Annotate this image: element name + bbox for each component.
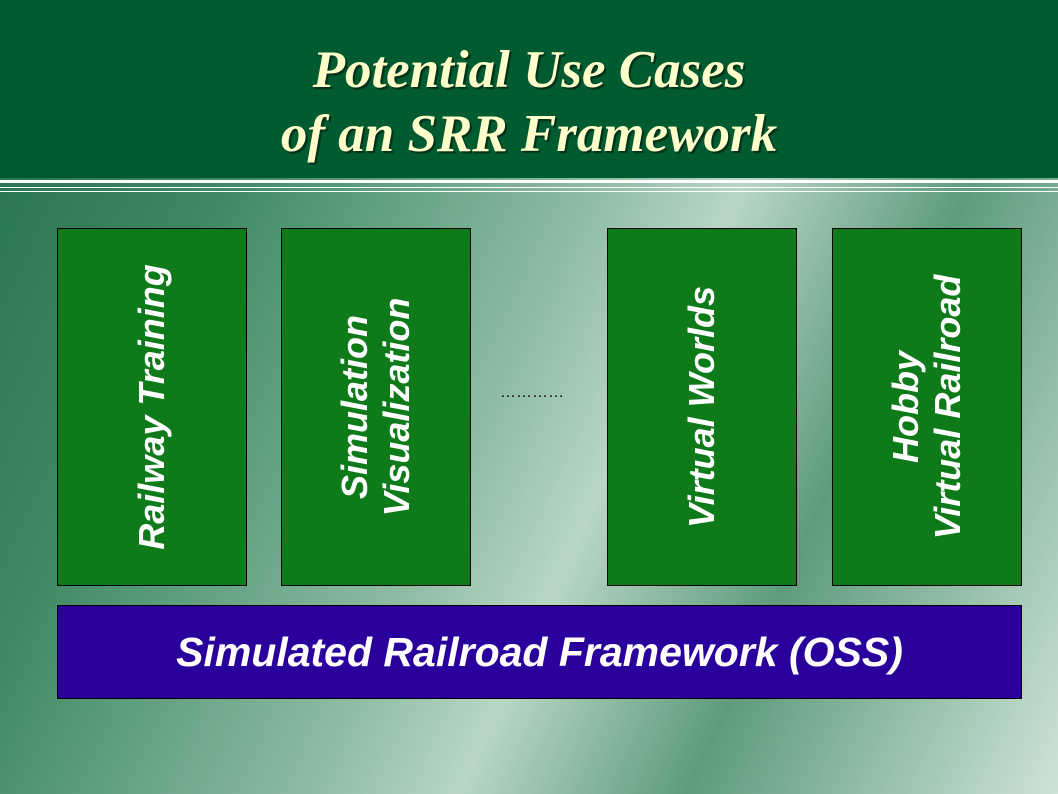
use-case-label: Simulation Visualization xyxy=(334,298,418,517)
use-case-label: Hobby Virtual Railroad xyxy=(885,275,969,540)
use-case-label: Railway Training xyxy=(131,264,173,549)
use-case-label-line: Simulation xyxy=(334,315,375,500)
use-case-virtual-worlds: Virtual Worlds xyxy=(607,228,797,586)
ellipsis-separator: ………… xyxy=(500,384,564,401)
title-banner: Potential Use Cases of an SRR Framework xyxy=(0,0,1058,178)
use-case-label-line: Visualization xyxy=(376,297,417,517)
framework-box: Simulated Railroad Framework (OSS) xyxy=(57,605,1022,699)
header-rule-thin xyxy=(0,191,1058,192)
header-rule-thick xyxy=(0,180,1058,183)
title-line-2: of an SRR Framework xyxy=(280,105,778,163)
use-case-label-line: Virtual Railroad xyxy=(927,274,968,540)
slide-title: Potential Use Cases of an SRR Framework xyxy=(0,38,1058,166)
framework-label: Simulated Railroad Framework (OSS) xyxy=(176,628,903,675)
use-case-simulation-visualization: Simulation Visualization xyxy=(281,228,471,586)
use-case-railway-training: Railway Training xyxy=(57,228,247,586)
use-case-hobby-virtual-railroad: Hobby Virtual Railroad xyxy=(832,228,1022,586)
use-case-label-line: Railway Training xyxy=(131,264,172,550)
header-rule-thin xyxy=(0,187,1058,188)
use-case-label: Virtual Worlds xyxy=(681,286,723,528)
use-case-label-line: Virtual Worlds xyxy=(681,285,722,529)
title-line-1: Potential Use Cases xyxy=(312,41,746,99)
use-case-label-line: Hobby xyxy=(885,351,926,464)
